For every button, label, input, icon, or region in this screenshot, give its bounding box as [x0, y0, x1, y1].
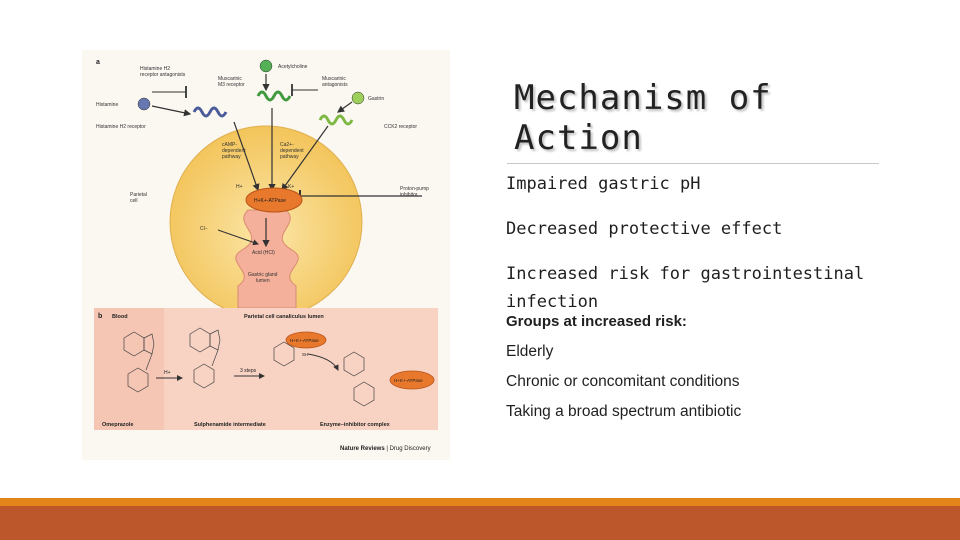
svg-text:Histamine H2 receptor: Histamine H2 receptor: [96, 124, 146, 130]
svg-text:Cl−: Cl−: [200, 226, 208, 232]
cck-receptor-icon: [318, 114, 354, 126]
gastrin-ligand-icon: [351, 91, 365, 105]
svg-text:H+: H+: [236, 184, 243, 190]
list-item: Decreased protective effect: [506, 219, 783, 239]
svg-text:SH: SH: [302, 352, 308, 357]
svg-text:dependent: dependent: [222, 148, 246, 154]
svg-text:Histamine H2: Histamine H2: [140, 66, 170, 72]
pump-enzyme-bound: [389, 370, 435, 390]
proton-pump: [245, 187, 303, 213]
risk-group-heading: Groups at increased risk:: [506, 313, 687, 330]
acetylcholine-ligand-icon: [259, 59, 273, 73]
risk-group-list: Groups at increased risk: Elderly Chroni…: [506, 309, 741, 429]
omeprazole-structure: [123, 331, 155, 393]
main-bullet-list: Impaired gastric pH Decreased protective…: [506, 170, 960, 312]
list-item: Taking a broad spectrum antibiotic: [506, 403, 742, 420]
svg-text:pathway: pathway: [222, 154, 241, 160]
panel-a-label: a: [96, 59, 100, 66]
footer-accent-band: [0, 498, 960, 506]
gastric-gland-lumen: [235, 209, 299, 308]
histamine-ligand-icon: [137, 97, 151, 111]
svg-text:Omeprazole: Omeprazole: [102, 422, 133, 428]
list-item: Impaired gastric pH: [506, 174, 701, 194]
histamine-receptor-icon: [192, 106, 228, 118]
muscarinic-receptor-icon: [256, 90, 292, 102]
svg-text:Gastric gland: Gastric gland: [248, 272, 278, 278]
title-line-2: Action: [514, 118, 643, 158]
sulphenamide-structure: [189, 327, 221, 389]
svg-text:Muscarinic: Muscarinic: [322, 76, 346, 82]
list-item: Chronic or concomitant conditions: [506, 373, 740, 390]
svg-text:Sulphenamide intermediate: Sulphenamide intermediate: [194, 422, 266, 428]
svg-text:inhibitor: inhibitor: [400, 192, 418, 198]
footer-band: [0, 506, 960, 540]
svg-text:antagonists: antagonists: [322, 82, 348, 88]
parietal-cell-diagram: a Histamine H2 receptor antagonists Acet…: [96, 59, 429, 308]
svg-text:Enzyme–inhibitor complex: Enzyme–inhibitor complex: [320, 422, 391, 428]
svg-text:CCK2 receptor: CCK2 receptor: [384, 124, 417, 130]
figure-credit: Nature Reviews | Drug Discovery: [340, 446, 431, 452]
svg-text:H+: H+: [164, 370, 171, 376]
svg-text:Histamine: Histamine: [96, 102, 118, 108]
svg-text:dependent: dependent: [280, 148, 304, 154]
mechanism-figure: a Histamine H2 receptor antagonists Acet…: [82, 50, 450, 460]
svg-text:Blood: Blood: [112, 314, 128, 320]
svg-text:Parietal cell canaliculus lume: Parietal cell canaliculus lumen: [244, 314, 324, 320]
list-item: Increased risk for gastrointestinal infe…: [506, 264, 865, 312]
svg-text:K+: K+: [288, 184, 294, 190]
pump-enzyme-free: [285, 331, 327, 349]
svg-text:H+K+-ATPase: H+K+-ATPase: [290, 338, 319, 343]
svg-text:pathway: pathway: [280, 154, 299, 160]
svg-text:H+K+-ATPase: H+K+-ATPase: [394, 378, 423, 383]
svg-text:receptor antagonists: receptor antagonists: [140, 72, 186, 78]
svg-text:Ca2+-: Ca2+-: [280, 142, 294, 148]
svg-text:Acid (HCl): Acid (HCl): [252, 250, 275, 256]
panel-b-label: b: [98, 313, 102, 320]
svg-text:3 steps: 3 steps: [240, 368, 257, 374]
svg-text:Proton-pump: Proton-pump: [400, 186, 429, 192]
credit-journal: Nature Reviews: [340, 446, 385, 452]
svg-text:cell: cell: [130, 198, 138, 204]
svg-text:M3 receptor: M3 receptor: [218, 82, 245, 88]
svg-text:Muscarinic: Muscarinic: [218, 76, 242, 82]
svg-text:H+K+-ATPase: H+K+-ATPase: [254, 198, 286, 204]
credit-section: | Drug Discovery: [386, 446, 431, 452]
svg-text:cAMP-: cAMP-: [222, 142, 237, 148]
svg-text:Acetylcholine: Acetylcholine: [278, 64, 308, 70]
title-divider: [507, 163, 879, 164]
svg-text:Parietal: Parietal: [130, 192, 147, 198]
svg-text:lumen: lumen: [256, 278, 270, 284]
omeprazole-activation-diagram: b Blood Parietal cell canaliculus lumen: [94, 308, 438, 430]
slide-title: Mechanism of Action: [514, 78, 772, 158]
complex-structure: [273, 341, 375, 407]
svg-text:Gastrin: Gastrin: [368, 96, 384, 102]
title-line-1: Mechanism of: [514, 78, 772, 118]
list-item: Elderly: [506, 343, 554, 360]
